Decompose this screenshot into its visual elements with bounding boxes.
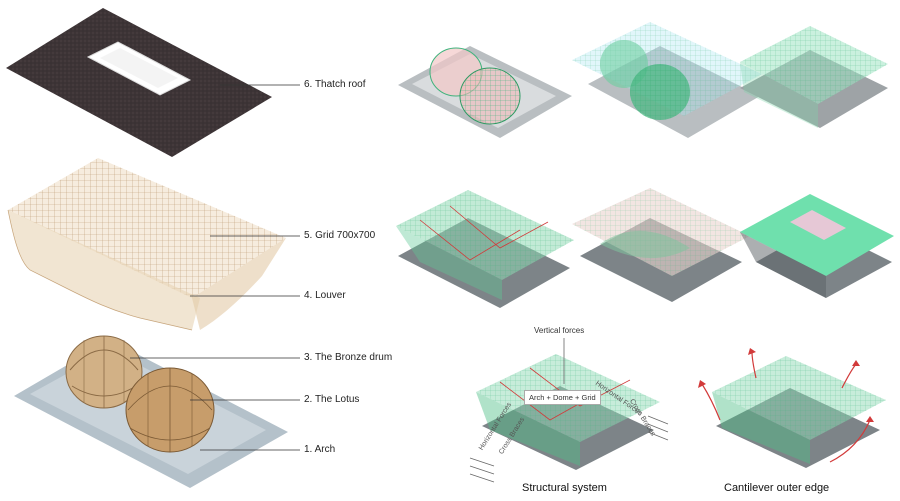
cantilever-illustration — [698, 348, 886, 468]
layer-label-louver: 4. Louver — [304, 290, 346, 301]
thumbnail-6 — [740, 194, 894, 298]
layer-label-lotus: 2. The Lotus — [304, 394, 360, 405]
layer-label-grid: 5. Grid 700x700 — [304, 230, 376, 241]
cantilever-caption: Cantilever outer edge — [724, 482, 830, 494]
domes-layer — [65, 335, 215, 453]
thumbnail-3 — [740, 26, 888, 128]
layer-label-thatch-roof: 6. Thatch roof — [304, 79, 366, 90]
thatch-roof-layer — [6, 8, 272, 157]
arch-dome-grid-label: Arch + Dome + Grid — [524, 390, 601, 405]
grid-louver-layer — [7, 158, 286, 331]
layer-label-bronze-drum: 3. The Bronze drum — [304, 352, 393, 363]
structural-system-caption: Structural system — [522, 482, 607, 494]
thumbnail-5 — [572, 188, 750, 302]
leader-lines — [130, 84, 300, 451]
layer-label-arch: 1. Arch — [304, 444, 336, 455]
thumbnail-1 — [398, 46, 572, 138]
vertical-forces-label: Vertical forces — [534, 326, 585, 335]
thumbnail-2 — [572, 22, 762, 138]
thumbnail-4 — [396, 190, 574, 308]
